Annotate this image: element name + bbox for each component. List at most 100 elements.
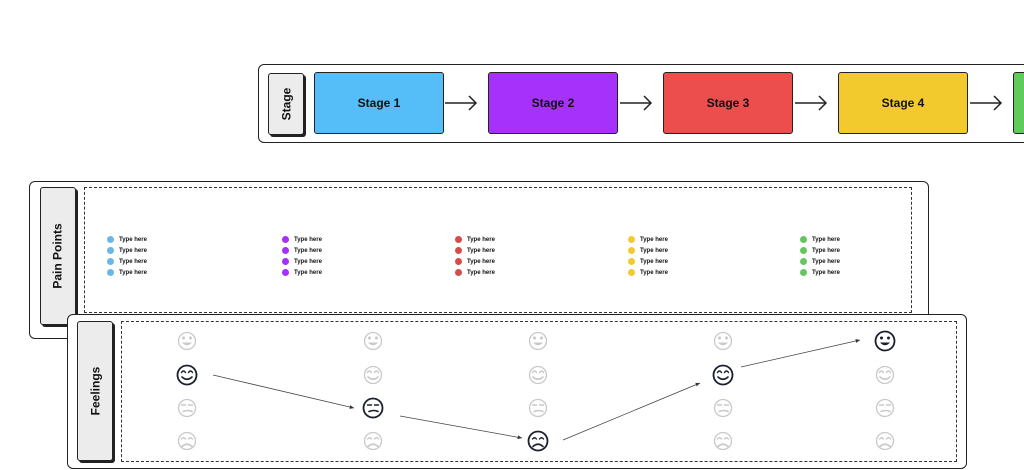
list-item[interactable]: Type here (107, 256, 147, 267)
feelings-label: Feelings (77, 321, 113, 461)
stage-row-label: Stage (268, 73, 304, 135)
stage-box-1[interactable]: Stage 1 (314, 72, 444, 134)
bullet-dot (107, 269, 114, 276)
very-happy-face-icon[interactable] (175, 329, 199, 353)
feelings-panel (67, 314, 967, 469)
arrow-right-icon (620, 95, 653, 111)
sad-face-icon[interactable] (361, 429, 385, 453)
bullet-dot (455, 269, 462, 276)
pain-point-text: Type here (119, 247, 147, 254)
happy-face-icon[interactable] (526, 363, 550, 387)
unsure-face-icon[interactable] (526, 396, 550, 420)
list-item[interactable]: Type here (800, 245, 840, 256)
bullet-dot (107, 258, 114, 265)
stage-box-4[interactable]: Stage 4 (838, 72, 968, 134)
pain-point-text: Type here (640, 258, 668, 265)
happy-face-icon[interactable] (175, 363, 199, 387)
very-happy-face-icon[interactable] (361, 329, 385, 353)
pain-points-column-5: Type here Type here Type here Type here (800, 234, 840, 278)
pain-point-text: Type here (640, 236, 668, 243)
bullet-dot (107, 236, 114, 243)
pain-point-text: Type here (294, 269, 322, 276)
feeling-path-segment (399, 415, 523, 440)
list-item[interactable]: Type here (800, 267, 840, 278)
bullet-dot (282, 269, 289, 276)
stage-box-4-label: Stage 4 (881, 96, 925, 110)
unsure-face-icon[interactable] (175, 396, 199, 420)
pain-point-text: Type here (640, 269, 668, 276)
bullet-dot (282, 258, 289, 265)
pain-point-text: Type here (467, 269, 495, 276)
unsure-face-icon[interactable] (361, 396, 385, 420)
stage-box-3-label: Stage 3 (706, 96, 750, 110)
pain-points-column-4: Type here Type here Type here Type here (628, 234, 668, 278)
pain-point-text: Type here (119, 258, 147, 265)
very-happy-face-icon[interactable] (711, 329, 735, 353)
unsure-face-icon[interactable] (711, 396, 735, 420)
pain-point-text: Type here (467, 236, 495, 243)
list-item[interactable]: Type here (282, 267, 322, 278)
list-item[interactable]: Type here (107, 234, 147, 245)
stage-box-3[interactable]: Stage 3 (663, 72, 793, 134)
list-item[interactable]: Type here (107, 267, 147, 278)
feelings-area (121, 321, 957, 462)
bullet-dot (800, 258, 807, 265)
very-happy-face-icon[interactable] (873, 329, 897, 353)
sad-face-icon[interactable] (175, 429, 199, 453)
bullet-dot (282, 236, 289, 243)
sad-face-icon[interactable] (711, 429, 735, 453)
list-item[interactable]: Type here (628, 234, 668, 245)
pain-point-text: Type here (640, 247, 668, 254)
list-item[interactable]: Type here (455, 234, 495, 245)
list-item[interactable]: Type here (628, 267, 668, 278)
pain-point-text: Type here (294, 236, 322, 243)
list-item[interactable]: Type here (282, 245, 322, 256)
stage-box-2[interactable]: Stage 2 (488, 72, 618, 134)
happy-face-icon[interactable] (361, 363, 385, 387)
list-item[interactable]: Type here (282, 234, 322, 245)
bullet-dot (628, 269, 635, 276)
list-item[interactable]: Type here (455, 267, 495, 278)
sad-face-icon[interactable] (526, 429, 550, 453)
happy-face-icon[interactable] (711, 363, 735, 387)
bullet-dot (628, 236, 635, 243)
list-item[interactable]: Type here (800, 234, 840, 245)
arrow-right-icon (795, 95, 828, 111)
arrow-right-icon (970, 95, 1003, 111)
pain-point-text: Type here (812, 258, 840, 265)
pain-points-area (84, 187, 912, 313)
list-item[interactable]: Type here (455, 245, 495, 256)
pain-points-column-3: Type here Type here Type here Type here (455, 234, 495, 278)
pain-point-text: Type here (812, 269, 840, 276)
list-item[interactable]: Type here (628, 256, 668, 267)
very-happy-face-icon[interactable] (526, 329, 550, 353)
bullet-dot (800, 269, 807, 276)
bullet-dot (628, 247, 635, 254)
stage-box-5[interactable] (1013, 72, 1024, 134)
pain-point-text: Type here (119, 269, 147, 276)
feeling-path-segment (562, 382, 701, 441)
bullet-dot (107, 247, 114, 254)
happy-face-icon[interactable] (873, 363, 897, 387)
list-item[interactable]: Type here (800, 256, 840, 267)
list-item[interactable]: Type here (628, 245, 668, 256)
feeling-path-segment (212, 374, 355, 409)
list-item[interactable]: Type here (107, 245, 147, 256)
bullet-dot (628, 258, 635, 265)
pain-point-text: Type here (294, 258, 322, 265)
unsure-face-icon[interactable] (873, 396, 897, 420)
pain-points-column-1: Type here Type here Type here Type here (107, 234, 147, 278)
feeling-path-segment (740, 339, 861, 368)
bullet-dot (455, 247, 462, 254)
bullet-dot (455, 236, 462, 243)
pain-points-column-2: Type here Type here Type here Type here (282, 234, 322, 278)
pain-point-text: Type here (119, 236, 147, 243)
pain-point-text: Type here (467, 247, 495, 254)
bullet-dot (455, 258, 462, 265)
list-item[interactable]: Type here (282, 256, 322, 267)
arrow-right-icon (445, 95, 478, 111)
pain-point-text: Type here (467, 258, 495, 265)
sad-face-icon[interactable] (873, 429, 897, 453)
list-item[interactable]: Type here (455, 256, 495, 267)
